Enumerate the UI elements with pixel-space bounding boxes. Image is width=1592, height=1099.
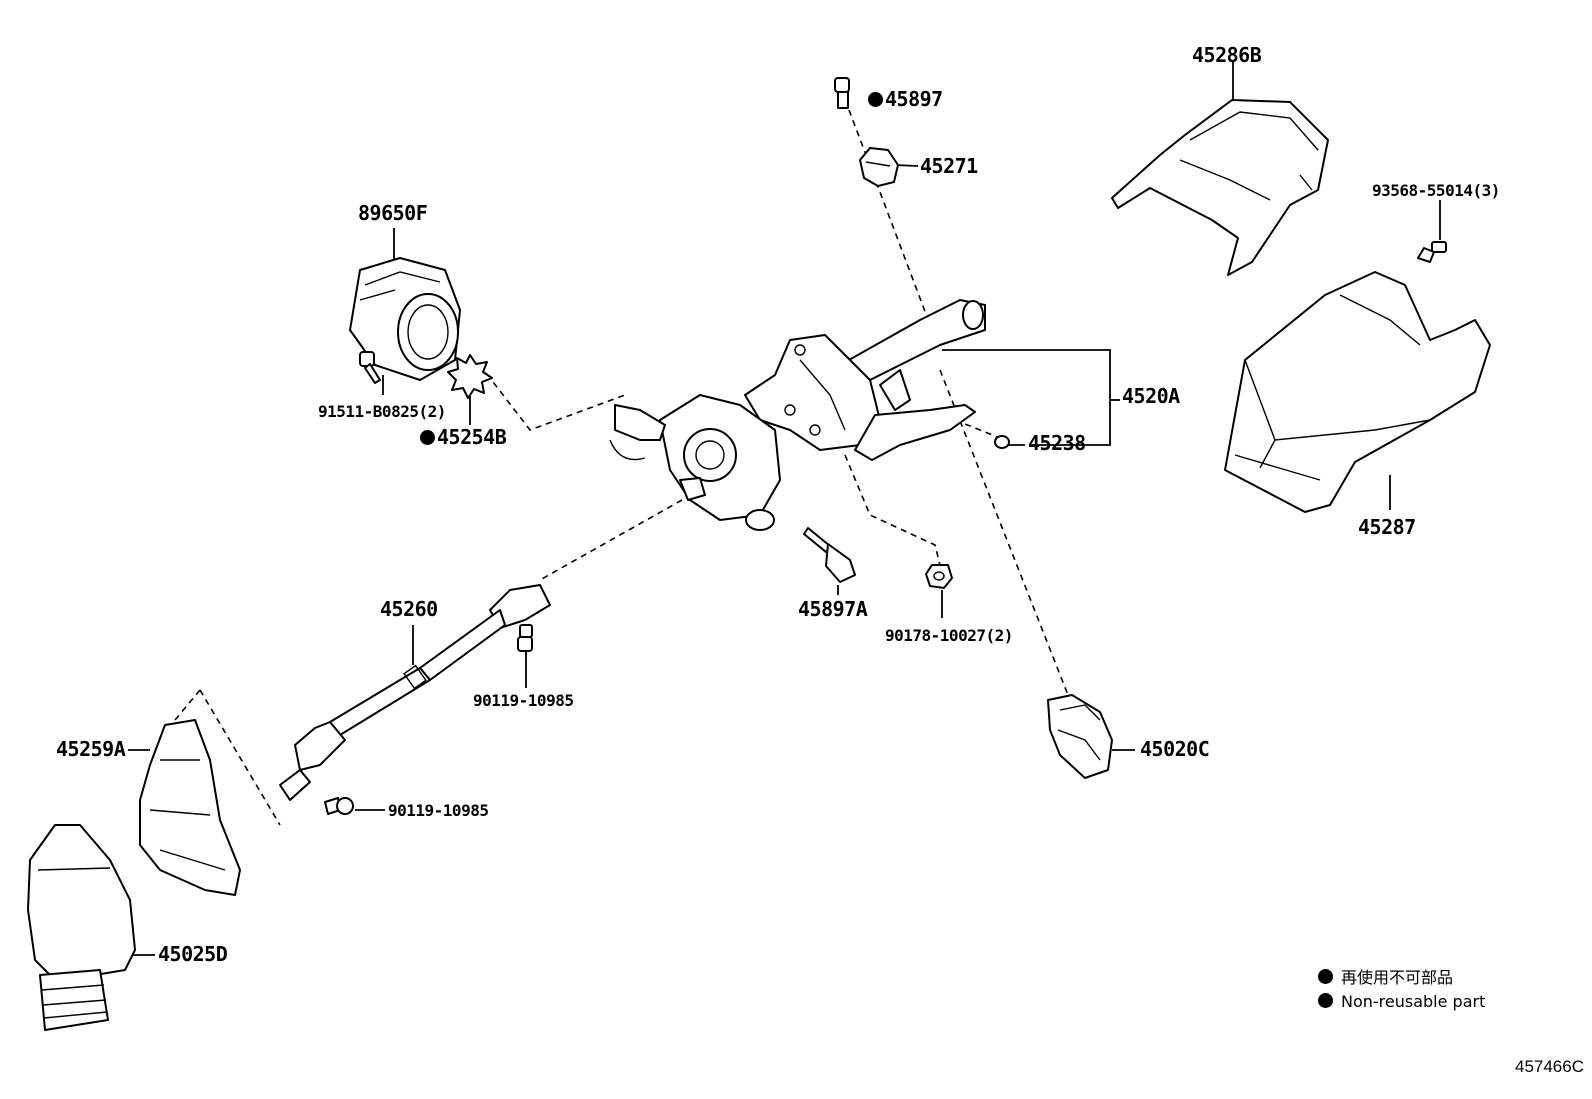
label-45286b: 45286B	[1192, 43, 1262, 67]
label-45271: 45271	[920, 154, 978, 178]
label-45025d: 45025D	[158, 942, 228, 966]
label-93568-55014: 93568-55014(3)	[1372, 181, 1500, 200]
lower-cover-45287-shape	[1224, 271, 1491, 513]
non-reusable-dot-icon	[420, 430, 435, 445]
nut-90178-shape	[925, 564, 953, 589]
bolt-45897a-shape	[803, 527, 856, 583]
leader-lines	[128, 62, 1441, 956]
switch-45020c-shape	[1047, 694, 1113, 779]
bushing-45238-shape	[994, 435, 1010, 449]
diagram-code: 457466C	[1514, 1057, 1584, 1076]
non-reusable-dot-icon	[1318, 969, 1333, 984]
coupling-45254b-shape	[447, 354, 493, 399]
bolt-90119-b-shape	[324, 797, 354, 815]
legend-row-en: Non-reusable part	[1318, 990, 1485, 1014]
bolt-45897-shape	[834, 77, 850, 109]
label-45254b-text: 45254B	[437, 425, 507, 449]
label-90178-10027: 90178-10027(2)	[885, 626, 1013, 645]
label-90119-10985-lower: 90119-10985	[388, 801, 489, 820]
label-45897-text: 45897	[885, 87, 943, 111]
label-45897a: 45897A	[798, 597, 868, 621]
label-45287: 45287	[1358, 515, 1416, 539]
clip-45271-shape	[859, 147, 899, 187]
upper-cover-45286b-shape	[1111, 99, 1329, 276]
label-45254b: 45254B	[420, 425, 507, 449]
label-45238: 45238	[1028, 431, 1086, 455]
legend-text-en: Non-reusable part	[1341, 992, 1486, 1011]
label-89650f: 89650F	[358, 201, 428, 225]
motor-89650f-shape	[349, 257, 461, 381]
label-45020c: 45020C	[1140, 737, 1210, 761]
non-reusable-dot-icon	[1318, 993, 1333, 1008]
bolt-91511-shape	[359, 351, 381, 384]
intermediate-shaft-45260-shape	[279, 584, 551, 801]
cover-45259a-shape	[139, 719, 241, 896]
bolt-90119-a-shape	[517, 624, 533, 652]
assembly-dashed-lines	[174, 109, 1069, 826]
non-reusable-dot-icon	[868, 92, 883, 107]
steering-column-4520a-shape	[609, 299, 986, 531]
legend: 再使用不可部品 Non-reusable part	[1318, 966, 1485, 1014]
legend-text-jp: 再使用不可部品	[1341, 968, 1454, 987]
label-45260: 45260	[380, 597, 438, 621]
label-45259a: 45259A	[56, 737, 126, 761]
screw-93568-shape	[1417, 241, 1447, 263]
label-45897: 45897	[868, 88, 943, 110]
label-91511-b0825: 91511-B0825(2)	[318, 402, 446, 421]
label-4520a: 4520A	[1122, 384, 1180, 408]
legend-row-jp: 再使用不可部品	[1318, 966, 1485, 990]
boot-45025d-shape	[27, 824, 136, 1031]
label-90119-10985-upper: 90119-10985	[473, 691, 574, 710]
